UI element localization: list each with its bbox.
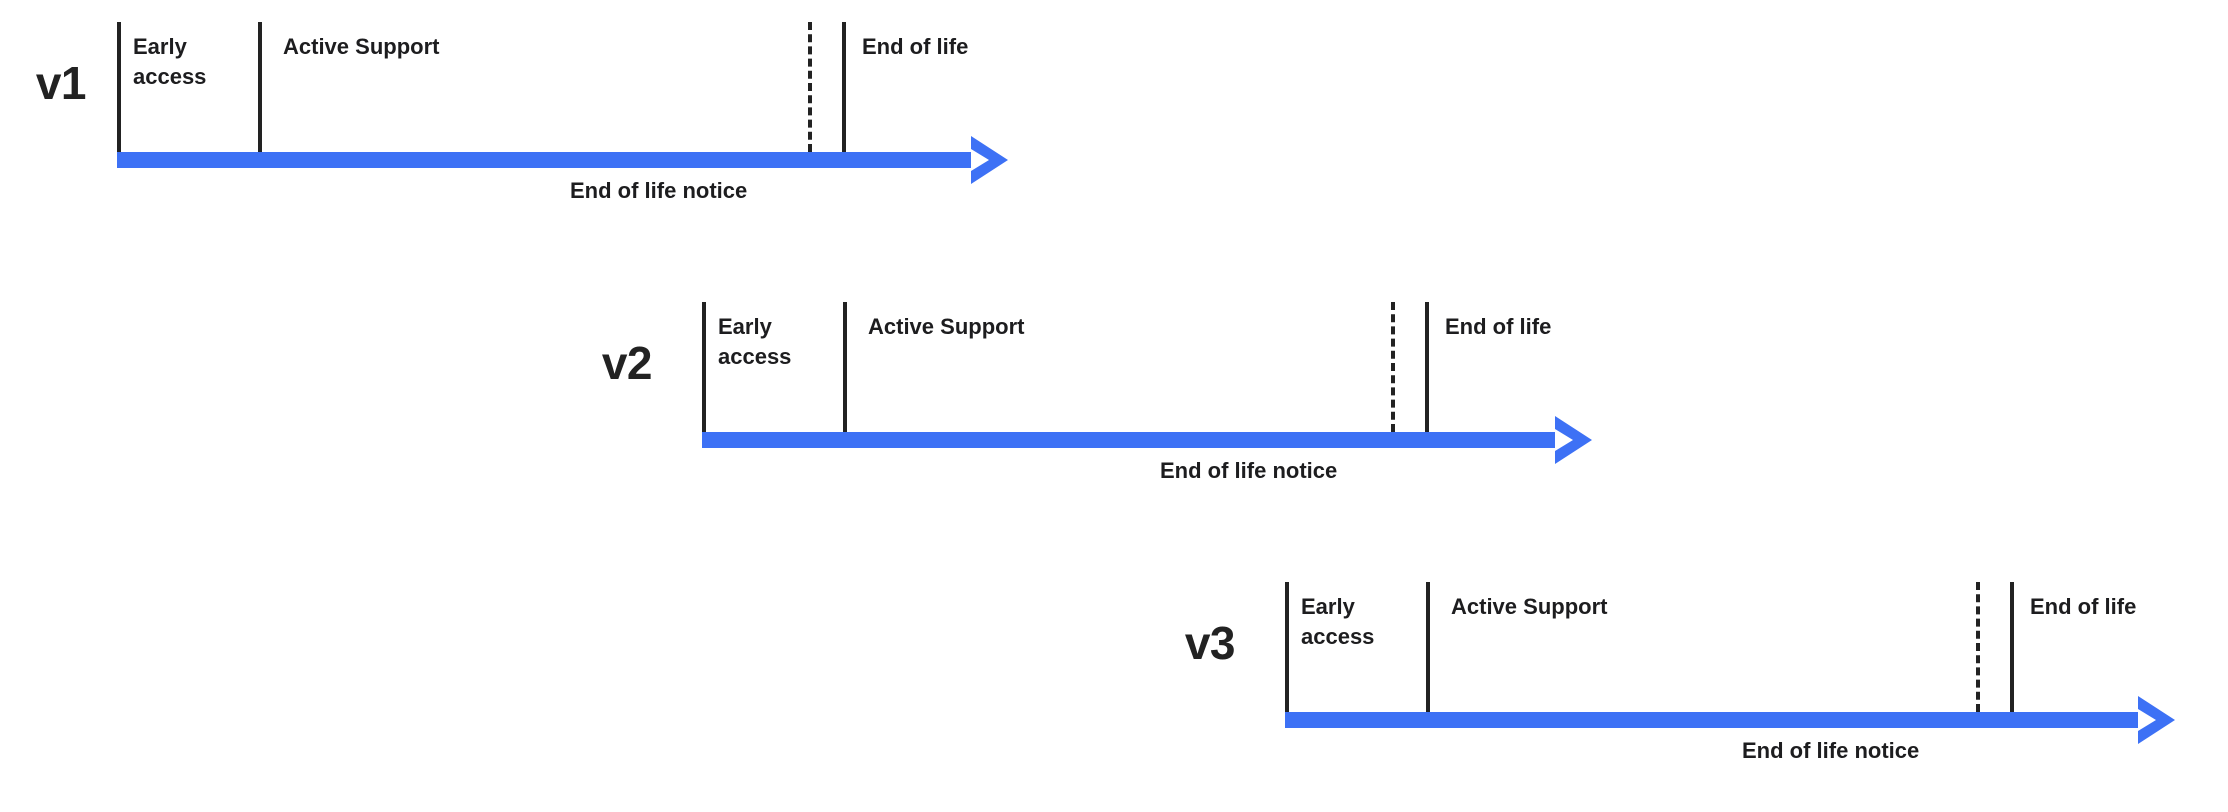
lifecycle-bar-shaft-v1 xyxy=(117,152,971,168)
phase-marker-solid-v3-3 xyxy=(2010,582,2014,712)
phase-label-v1-2: End of life xyxy=(862,34,969,59)
lifecycle-bar-v3 xyxy=(1285,696,2180,744)
phase-marker-solid-v1-0 xyxy=(117,22,121,152)
version-label-v2: v2 xyxy=(601,337,653,389)
phase-label-v2-0: Early access xyxy=(718,314,792,369)
eol-notice-label-v1: End of life notice xyxy=(570,178,748,203)
phase-label-v1-0: Early access xyxy=(133,34,207,89)
lifecycle-bar-arrowhead-icon-v2 xyxy=(1551,415,1593,465)
lifecycle-bar-v2 xyxy=(702,416,1597,464)
lifecycle-bar-arrowhead-icon-v3 xyxy=(2134,695,2176,745)
phase-label-v1-1: Active Support xyxy=(283,34,440,59)
version-label-v3: v3 xyxy=(1184,617,1236,669)
phase-marker-dashed-v1-2 xyxy=(808,22,812,152)
phase-label-v2-2: End of life xyxy=(1445,314,1552,339)
phase-marker-solid-v2-3 xyxy=(1425,302,1429,432)
phase-marker-solid-v3-1 xyxy=(1426,582,1430,712)
phase-label-v3-2: End of life xyxy=(2030,594,2137,619)
phase-marker-solid-v1-3 xyxy=(842,22,846,152)
phase-marker-dashed-v2-2 xyxy=(1391,302,1395,432)
phase-marker-dashed-v3-2 xyxy=(1976,582,1980,712)
eol-notice-label-v3: End of life notice xyxy=(1742,738,1920,763)
lifecycle-bar-shaft-v2 xyxy=(702,432,1555,448)
lifecycle-bar-v1 xyxy=(117,136,1013,184)
lifecycle-bar-arrowhead-icon-v1 xyxy=(967,135,1009,185)
phase-label-v2-1: Active Support xyxy=(868,314,1025,339)
phase-marker-solid-v1-1 xyxy=(258,22,262,152)
phase-label-v3-0: Early access xyxy=(1301,594,1375,649)
version-label-v1: v1 xyxy=(35,57,87,109)
phase-label-v3-1: Active Support xyxy=(1451,594,1608,619)
phase-marker-solid-v3-0 xyxy=(1285,582,1289,712)
phase-marker-solid-v2-1 xyxy=(843,302,847,432)
phase-marker-solid-v2-0 xyxy=(702,302,706,432)
eol-notice-label-v2: End of life notice xyxy=(1160,458,1338,483)
lifecycle-bar-shaft-v3 xyxy=(1285,712,2138,728)
